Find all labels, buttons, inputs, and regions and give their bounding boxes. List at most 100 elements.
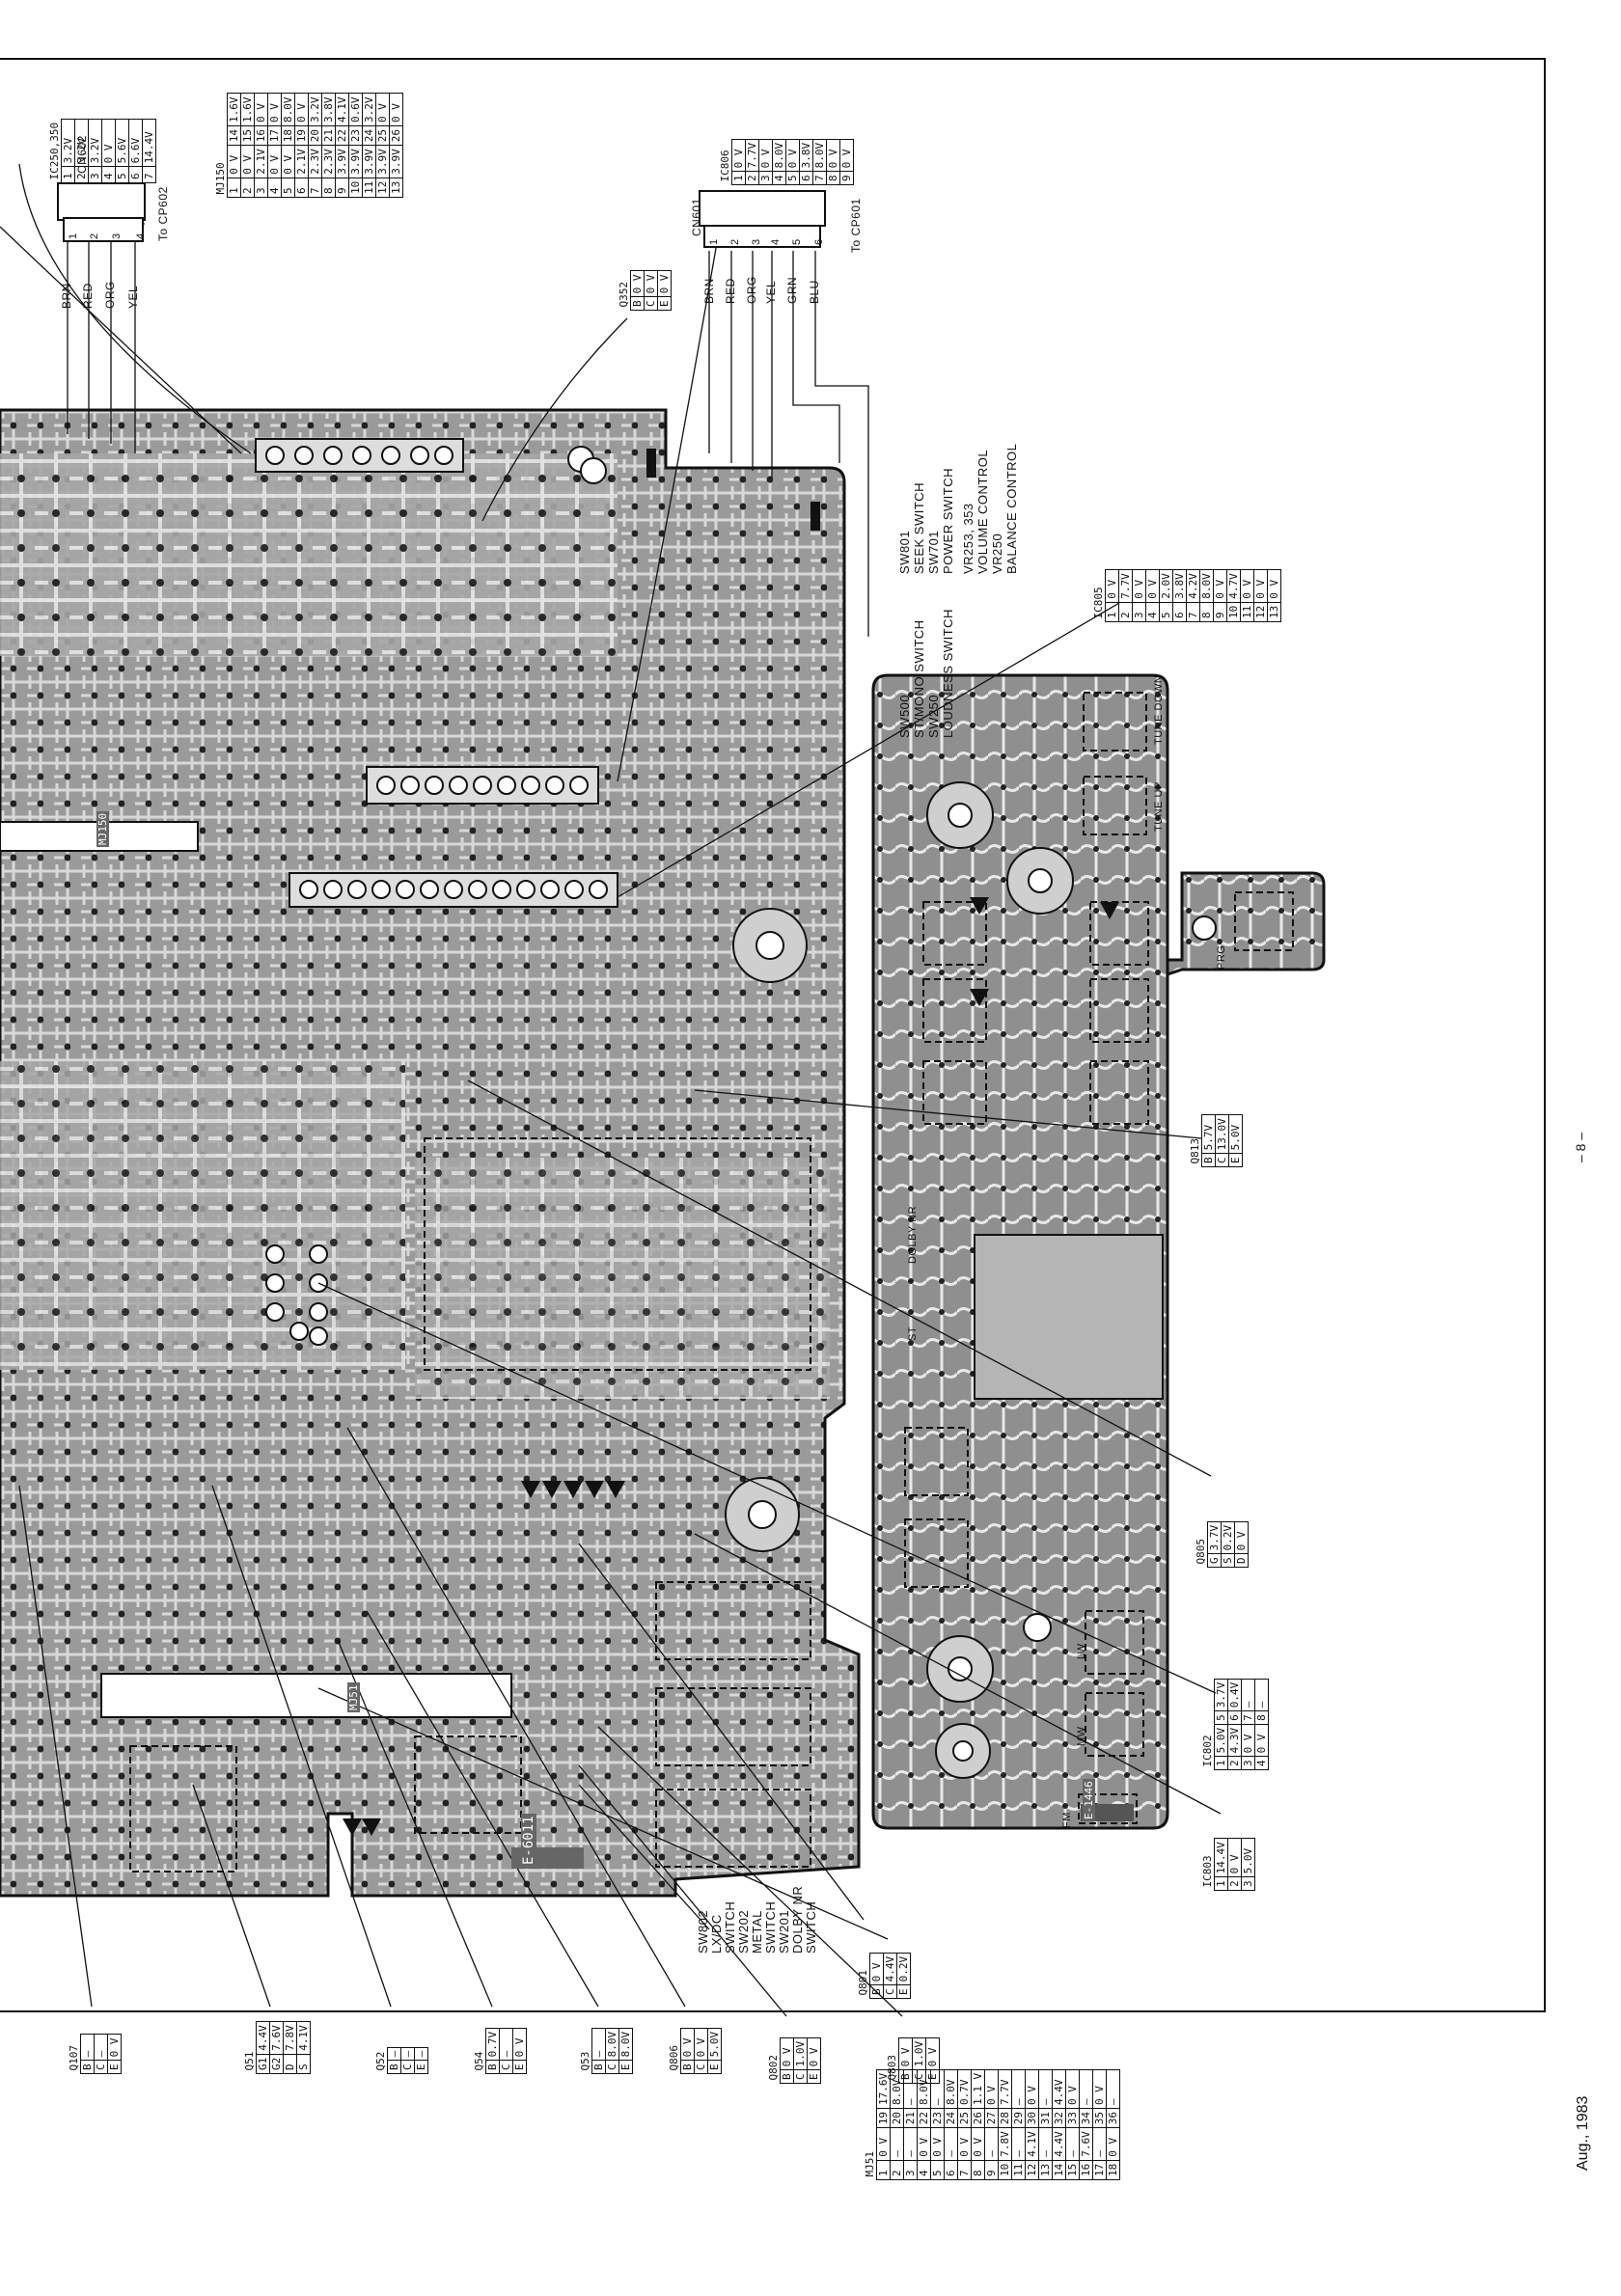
- cell: 5.0V: [1214, 1724, 1228, 1757]
- cell: 15: [240, 125, 255, 146]
- cell: 17: [1092, 2160, 1107, 2180]
- cell: B: [898, 2069, 913, 2084]
- cell: 34: [1079, 2108, 1093, 2128]
- cell: 0 V: [1132, 569, 1146, 603]
- cell: G: [1207, 1553, 1222, 1568]
- legend-text: SW500: [897, 694, 912, 738]
- cell: 35: [1092, 2108, 1107, 2128]
- cell: 21: [321, 125, 336, 146]
- cell: 3.9V: [389, 145, 403, 178]
- cell: 3.8V: [1172, 569, 1187, 603]
- ic805-title: IC805: [1092, 587, 1105, 619]
- cell: 7.7V: [745, 139, 759, 172]
- lw-label: LW: [1076, 1643, 1087, 1659]
- cell: 2: [1118, 602, 1133, 622]
- cell: 8.0V: [605, 2028, 619, 2061]
- cell: 3.2V: [74, 119, 89, 167]
- q352-title: Q352: [618, 282, 630, 308]
- cell: 12: [1025, 2160, 1039, 2180]
- cell: C: [605, 2060, 619, 2074]
- cell: E: [925, 2069, 940, 2084]
- cell: 1.6V: [227, 94, 241, 126]
- cell: 32: [1052, 2108, 1066, 2128]
- connector-cp250-pins: [255, 438, 464, 473]
- cn602-pin-1: 1: [68, 232, 79, 239]
- cell: C: [793, 2069, 808, 2084]
- cell: 5: [930, 2160, 945, 2180]
- cell: 6: [944, 2160, 958, 2180]
- cell: C: [644, 296, 658, 311]
- cn601-wire-5: GRN: [785, 276, 799, 304]
- cell: 2.0V: [1159, 569, 1173, 603]
- cell: 1: [1105, 602, 1119, 622]
- cell: 0.7V: [485, 2028, 500, 2061]
- cell: 2.3V: [308, 145, 322, 178]
- cell: 3.7V: [1214, 1679, 1228, 1711]
- cell: 5: [115, 166, 129, 183]
- cell: 6: [799, 171, 813, 185]
- q51-title: Q51: [243, 2051, 256, 2071]
- cell: 0 V: [1234, 1521, 1249, 1554]
- cell: 25: [375, 125, 390, 146]
- cell: 0 V: [984, 2069, 999, 2109]
- cell: 4.1V: [335, 94, 349, 126]
- cell: 29: [1011, 2108, 1026, 2128]
- cell: 4.1V: [1025, 2127, 1039, 2161]
- cell: 16: [254, 125, 268, 146]
- cell: 0 V: [1065, 2069, 1080, 2109]
- cell: 0 V: [1227, 1838, 1242, 1877]
- cell: 14.4V: [142, 119, 156, 167]
- legend-text: SWITCH: [723, 1900, 737, 1954]
- cell: 3.2V: [362, 94, 376, 126]
- cell: 1: [731, 171, 746, 185]
- cell: 5: [1214, 1710, 1228, 1725]
- cell: 9: [1213, 602, 1227, 622]
- cell: 0.6V: [348, 94, 363, 126]
- cell: 7.6V: [269, 2021, 284, 2055]
- cell: 0 V: [294, 94, 309, 126]
- ic802-title: IC802: [1201, 1735, 1214, 1767]
- cell: G1: [256, 2054, 270, 2074]
- cell: 0 V: [1241, 1724, 1255, 1757]
- legend-text: SWITCH: [763, 1900, 778, 1954]
- cell: 28: [998, 2108, 1012, 2128]
- cell: G2: [269, 2054, 284, 2074]
- cell: 3.2V: [88, 119, 102, 167]
- cell: 3.7V: [1207, 1521, 1222, 1554]
- cell: —: [94, 2035, 108, 2061]
- cell: 23: [930, 2108, 945, 2128]
- cell: C: [1215, 1153, 1229, 1167]
- cn601-wire-1: BRN: [702, 278, 716, 304]
- cell: —: [1038, 2127, 1053, 2161]
- dolby-ic-outline: [974, 1234, 1164, 1400]
- cell: 8.0V: [944, 2069, 958, 2109]
- cell: 26: [971, 2108, 985, 2128]
- q813-title: Q813: [1189, 1138, 1201, 1164]
- cell: 8.0V: [618, 2028, 633, 2061]
- cell: 0 V: [1105, 569, 1119, 603]
- cell: 0.7V: [957, 2069, 972, 2109]
- cell: 0.2V: [1221, 1521, 1235, 1554]
- cell: 11: [1240, 602, 1254, 622]
- cell: 5.7V: [1201, 1114, 1216, 1154]
- cell: —: [1254, 1679, 1269, 1711]
- cell: 4.4V: [1052, 2127, 1066, 2161]
- cell: 6: [1227, 1710, 1242, 1725]
- cell: 0 V: [1145, 569, 1160, 603]
